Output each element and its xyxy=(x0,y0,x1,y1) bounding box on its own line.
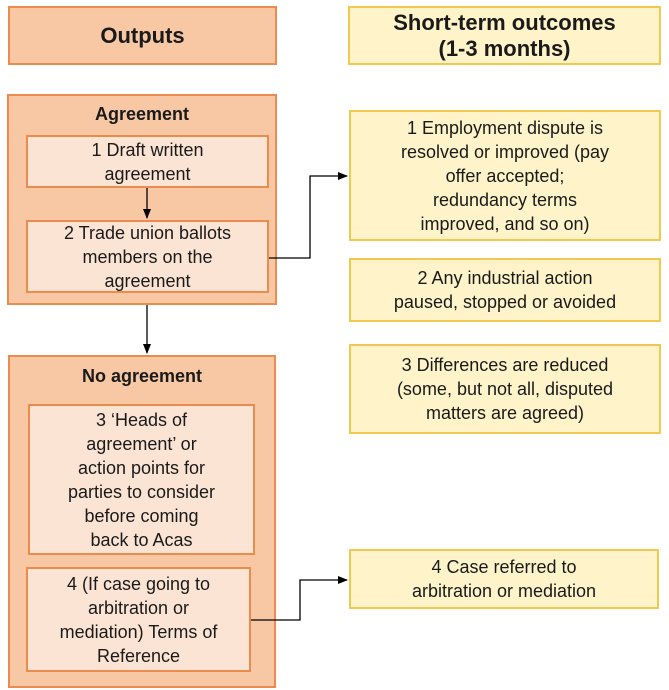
outcome-3-line-3: matters are agreed) xyxy=(425,403,585,423)
item-1-line-2: agreement xyxy=(104,163,191,184)
outcomes-header-line1: Short-term outcomes xyxy=(393,9,616,35)
item-4-line-1: 4 (If case going to xyxy=(66,573,211,594)
outcome-1-line-2: resolved or improved (pay xyxy=(400,141,610,162)
outcome-2-line-2: paused, stopped or avoided xyxy=(393,292,617,312)
outcome-1-line-4: redundancy terms xyxy=(432,189,578,210)
outcome-3-line-1: 3 Differences are reduced xyxy=(401,355,609,375)
item-4-line-3: mediation) Terms of xyxy=(59,621,218,642)
outcome-3: 3 Differences are reduced (some, but not… xyxy=(349,344,661,434)
no-agreement-item-3: 3 ‘Heads of agreement’ or action points … xyxy=(28,404,255,555)
outputs-header-label: Outputs xyxy=(100,22,185,48)
outcomes-header: Short-term outcomes (1-3 months) xyxy=(348,6,661,65)
item-3-line-6: back to Acas xyxy=(90,529,193,550)
no-agreement-item-4: 4 (If case going to arbitration or media… xyxy=(26,567,251,672)
arrow-item2-to-outcome1 xyxy=(269,172,348,259)
outcome-1-line-1: 1 Employment dispute is xyxy=(406,117,604,138)
outcome-4: 4 Case referred to arbitration or mediat… xyxy=(349,549,659,609)
item-3-line-5: before coming xyxy=(84,505,199,526)
item-3-line-3: action points for xyxy=(77,457,206,478)
item-3-line-1: 3 ‘Heads of xyxy=(95,409,188,430)
item-3-line-4: parties to consider xyxy=(67,481,216,502)
outcome-1-line-3: offer accepted; xyxy=(445,165,565,186)
outcome-1-line-5: improved, and so on) xyxy=(420,213,590,234)
item-4-line-4: Reference xyxy=(96,645,181,666)
item-2-line-2: members on the xyxy=(82,246,213,267)
item-4-line-2: arbitration or xyxy=(87,597,190,618)
outcome-3-line-2: (some, but not all, disputed xyxy=(396,379,614,399)
item-3-line-2: agreement’ or xyxy=(86,433,197,454)
agreement-item-1: 1 Draft written agreement xyxy=(26,135,269,188)
outcomes-header-line2: (1-3 months) xyxy=(438,35,571,61)
item-1-line-1: 1 Draft written xyxy=(91,139,204,160)
outcome-4-line-1: 4 Case referred to xyxy=(431,557,577,577)
item-2-line-1: 2 Trade union ballots xyxy=(63,222,232,243)
outcome-4-line-2: arbitration or mediation xyxy=(411,581,597,601)
outcome-2: 2 Any industrial action paused, stopped … xyxy=(349,258,661,322)
outcome-2-line-1: 2 Any industrial action xyxy=(417,268,593,288)
outputs-header: Outputs xyxy=(8,6,277,65)
arrow-item4-to-outcome4 xyxy=(251,576,348,621)
agreement-item-2: 2 Trade union ballots members on the agr… xyxy=(26,220,269,293)
no-agreement-group-title: No agreement xyxy=(81,366,203,386)
agreement-group-title: Agreement xyxy=(94,104,190,124)
outcome-1: 1 Employment dispute is resolved or impr… xyxy=(349,110,661,241)
item-2-line-3: agreement xyxy=(104,270,191,291)
